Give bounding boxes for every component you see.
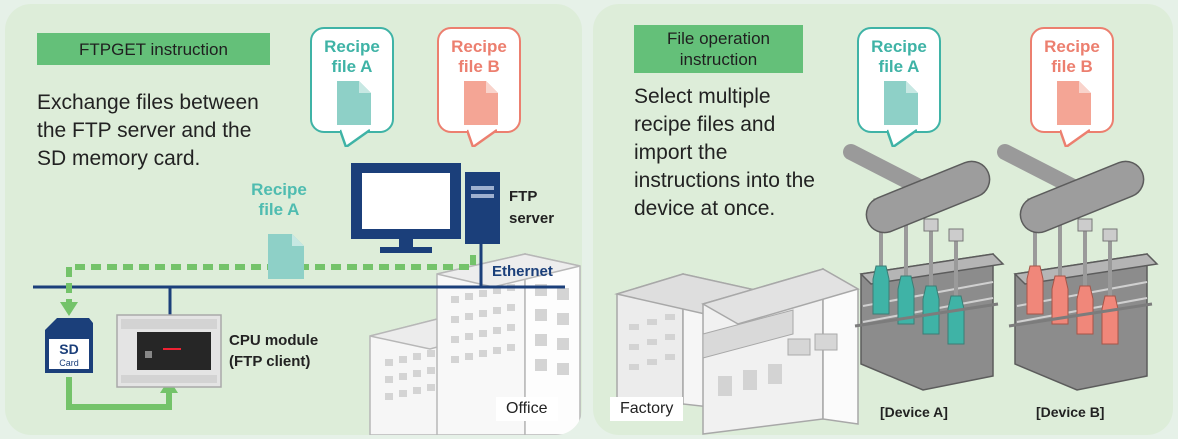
file-operation-description-line: recipe files and xyxy=(634,113,776,136)
factory-device-diagram xyxy=(614,144,1159,435)
ftpget-description-line: Exchange files between xyxy=(37,91,259,114)
cpu-module-label: CPU module (FTP client) xyxy=(229,332,319,370)
file-operation-description-line: Select multiple xyxy=(634,85,771,108)
bubble-tail xyxy=(1060,129,1090,147)
sd-card-big-text: SD xyxy=(59,341,78,357)
sd-to-cpu-path xyxy=(66,377,172,410)
sd-card-small-text: Card xyxy=(59,358,79,368)
recipe-file-a-icon xyxy=(337,81,371,125)
monitor-icon xyxy=(351,163,461,253)
sd-card-icon: SD Card xyxy=(45,318,93,373)
ftpget-description: Exchange files between the FTP server an… xyxy=(37,89,259,173)
ftp-server-label: FTP server xyxy=(509,188,555,227)
file-operation-instruction-tag: File operation instruction xyxy=(634,25,803,73)
recipe-file-a-document xyxy=(268,234,304,279)
recipe-file-a-icon xyxy=(884,81,918,125)
bubble-tail xyxy=(340,129,370,147)
transfer-file-label: Recipe file A xyxy=(251,180,307,219)
device-b-icon xyxy=(997,144,1159,391)
device-b-nozzles xyxy=(1026,198,1119,345)
factory-label: Factory xyxy=(610,397,684,421)
ftpget-instruction-tag: FTPGET instruction xyxy=(37,33,270,65)
cpu-module-icon xyxy=(116,314,222,388)
recipe-file-b-bubble-label: Recipe file B xyxy=(1044,37,1100,76)
ftpget-panel: SD Card FTPGET instruction Exchange file… xyxy=(5,4,582,435)
ftpget-description-line: SD memory card. xyxy=(37,147,201,170)
recipe-file-a-bubble-label: Recipe file A xyxy=(324,37,380,76)
bubble-tail xyxy=(467,129,497,147)
recipe-file-b-bubble: Recipe file B xyxy=(1030,27,1114,147)
bubble-tail xyxy=(887,129,917,147)
file-operation-description-line: device at once. xyxy=(634,197,776,220)
ftp-network-diagram: SD Card xyxy=(33,163,581,435)
device-b-label: [Device B] xyxy=(1036,404,1105,420)
recipe-file-b-icon xyxy=(464,81,498,125)
file-operation-panel: File operation instruction Select multip… xyxy=(593,4,1173,435)
ethernet-label: Ethernet xyxy=(492,263,553,280)
recipe-file-b-icon xyxy=(1057,81,1091,125)
file-operation-description-line: instructions into the xyxy=(634,169,815,192)
device-a-label: [Device A] xyxy=(880,404,948,420)
office-building-icon xyxy=(369,253,581,435)
file-operation-description-line: import the xyxy=(634,141,728,164)
ftpget-description-line: the FTP server and the xyxy=(37,119,252,142)
ftp-server-icon xyxy=(465,172,500,244)
recipe-file-b-bubble-label: Recipe file B xyxy=(451,37,507,76)
recipe-file-a-bubble-label: Recipe file A xyxy=(871,37,927,76)
office-label: Office xyxy=(496,397,558,421)
recipe-file-a-bubble: Recipe file A xyxy=(310,27,394,147)
device-a-icon xyxy=(843,144,1005,391)
recipe-file-a-bubble: Recipe file A xyxy=(857,27,941,147)
recipe-file-b-bubble: Recipe file B xyxy=(437,27,521,147)
file-operation-description: Select multiple recipe files and import … xyxy=(634,83,815,223)
factory-building-icon xyxy=(614,267,860,435)
